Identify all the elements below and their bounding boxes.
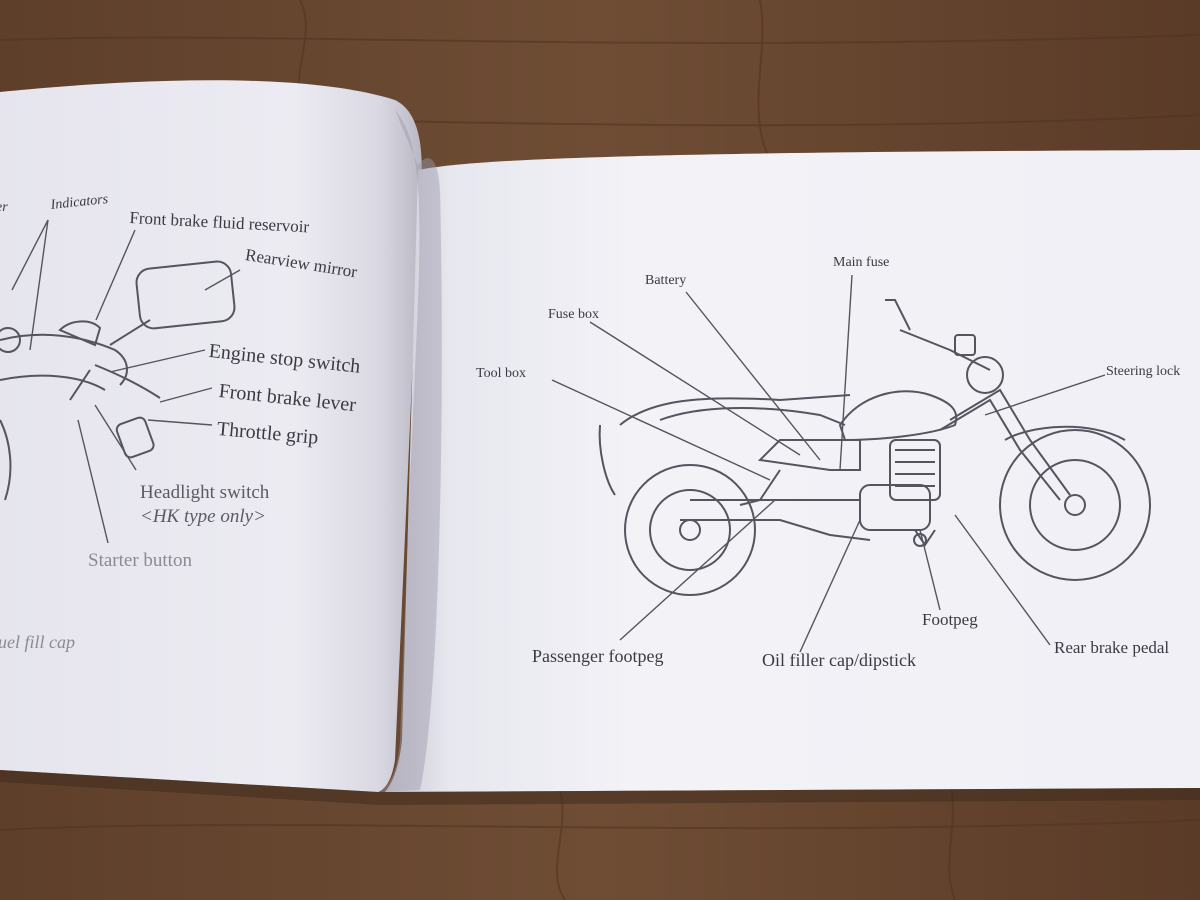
headlight-switch-label: Headlight switch [140,482,270,503]
front-wheel-drawing [999,429,1151,581]
right-leader-lines [551,274,1106,653]
motorcycle-illustration [598,299,1151,596]
cut-off-label: er [0,200,8,215]
rear-wheel-drawing [624,464,756,596]
main-fuse-label: Main fuse [833,255,890,270]
rearview-mirror-drawing [135,260,236,330]
handlebar-illustration [0,260,236,501]
steering-lock-label: Steering lock [1106,364,1181,379]
oil-filler-cap-dipstick-label: Oil filler cap/dipstick [762,650,916,670]
rear-brake-pedal-label: Rear brake pedal [1054,638,1170,657]
left-leader-lines [11,219,241,544]
tool-box-label: Tool box [476,366,526,381]
fuse-box-label: Fuse box [548,307,599,322]
right-page [385,150,1200,792]
page-edge-shadow [0,770,1200,805]
fuel-fill-cap-label: uel fill cap [0,632,75,652]
hk-type-only-label: <HK type only> [140,506,266,527]
left-page [0,80,422,792]
footpeg-label: Footpeg [922,610,978,629]
starter-button-label: Starter button [88,550,192,571]
passenger-footpeg-label: Passenger footpeg [532,646,664,666]
battery-label: Battery [645,273,687,288]
book-spine-shadow [380,110,442,792]
